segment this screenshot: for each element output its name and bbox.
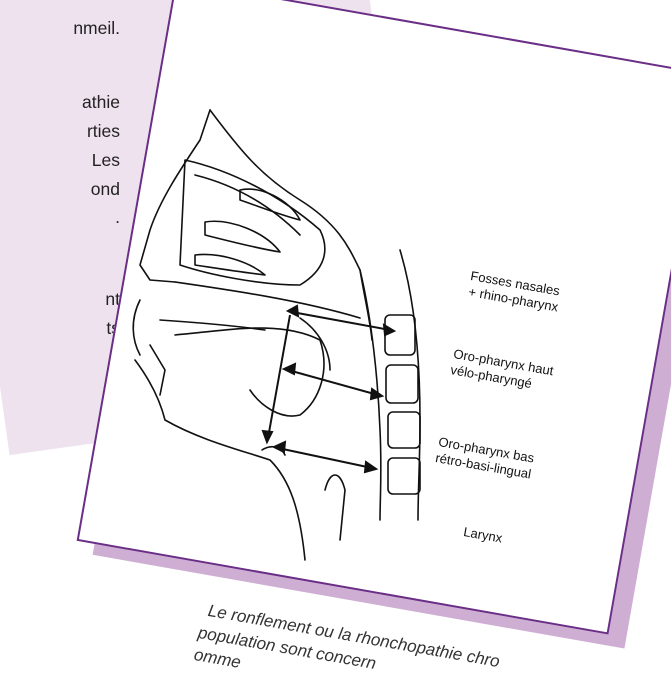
larynx-cartilage bbox=[325, 475, 345, 540]
arrow-vertical bbox=[268, 315, 290, 438]
palate-line bbox=[175, 282, 360, 318]
arrowhead bbox=[284, 364, 295, 374]
vertebra bbox=[385, 315, 415, 355]
arrowhead bbox=[288, 306, 298, 316]
turbinate bbox=[205, 221, 280, 252]
nose-bridge bbox=[140, 110, 210, 282]
spine-back bbox=[400, 250, 420, 520]
arrow-nasopharynx bbox=[292, 312, 390, 330]
tongue bbox=[175, 328, 324, 416]
arrowhead bbox=[384, 325, 394, 335]
vertebra bbox=[388, 458, 420, 494]
lip bbox=[133, 300, 140, 355]
vertebra bbox=[388, 412, 420, 448]
skull-outline bbox=[210, 110, 372, 340]
arrowhead bbox=[263, 431, 272, 442]
arrowhead bbox=[371, 389, 382, 399]
nasal-cavity-inner bbox=[195, 175, 300, 235]
arrowhead bbox=[274, 442, 285, 452]
arrow-oropharynx-low bbox=[278, 448, 372, 468]
vertebra bbox=[386, 365, 418, 403]
arrowhead bbox=[365, 462, 376, 472]
arrow-oropharynx-high bbox=[288, 370, 378, 395]
soft-palate bbox=[300, 318, 330, 370]
